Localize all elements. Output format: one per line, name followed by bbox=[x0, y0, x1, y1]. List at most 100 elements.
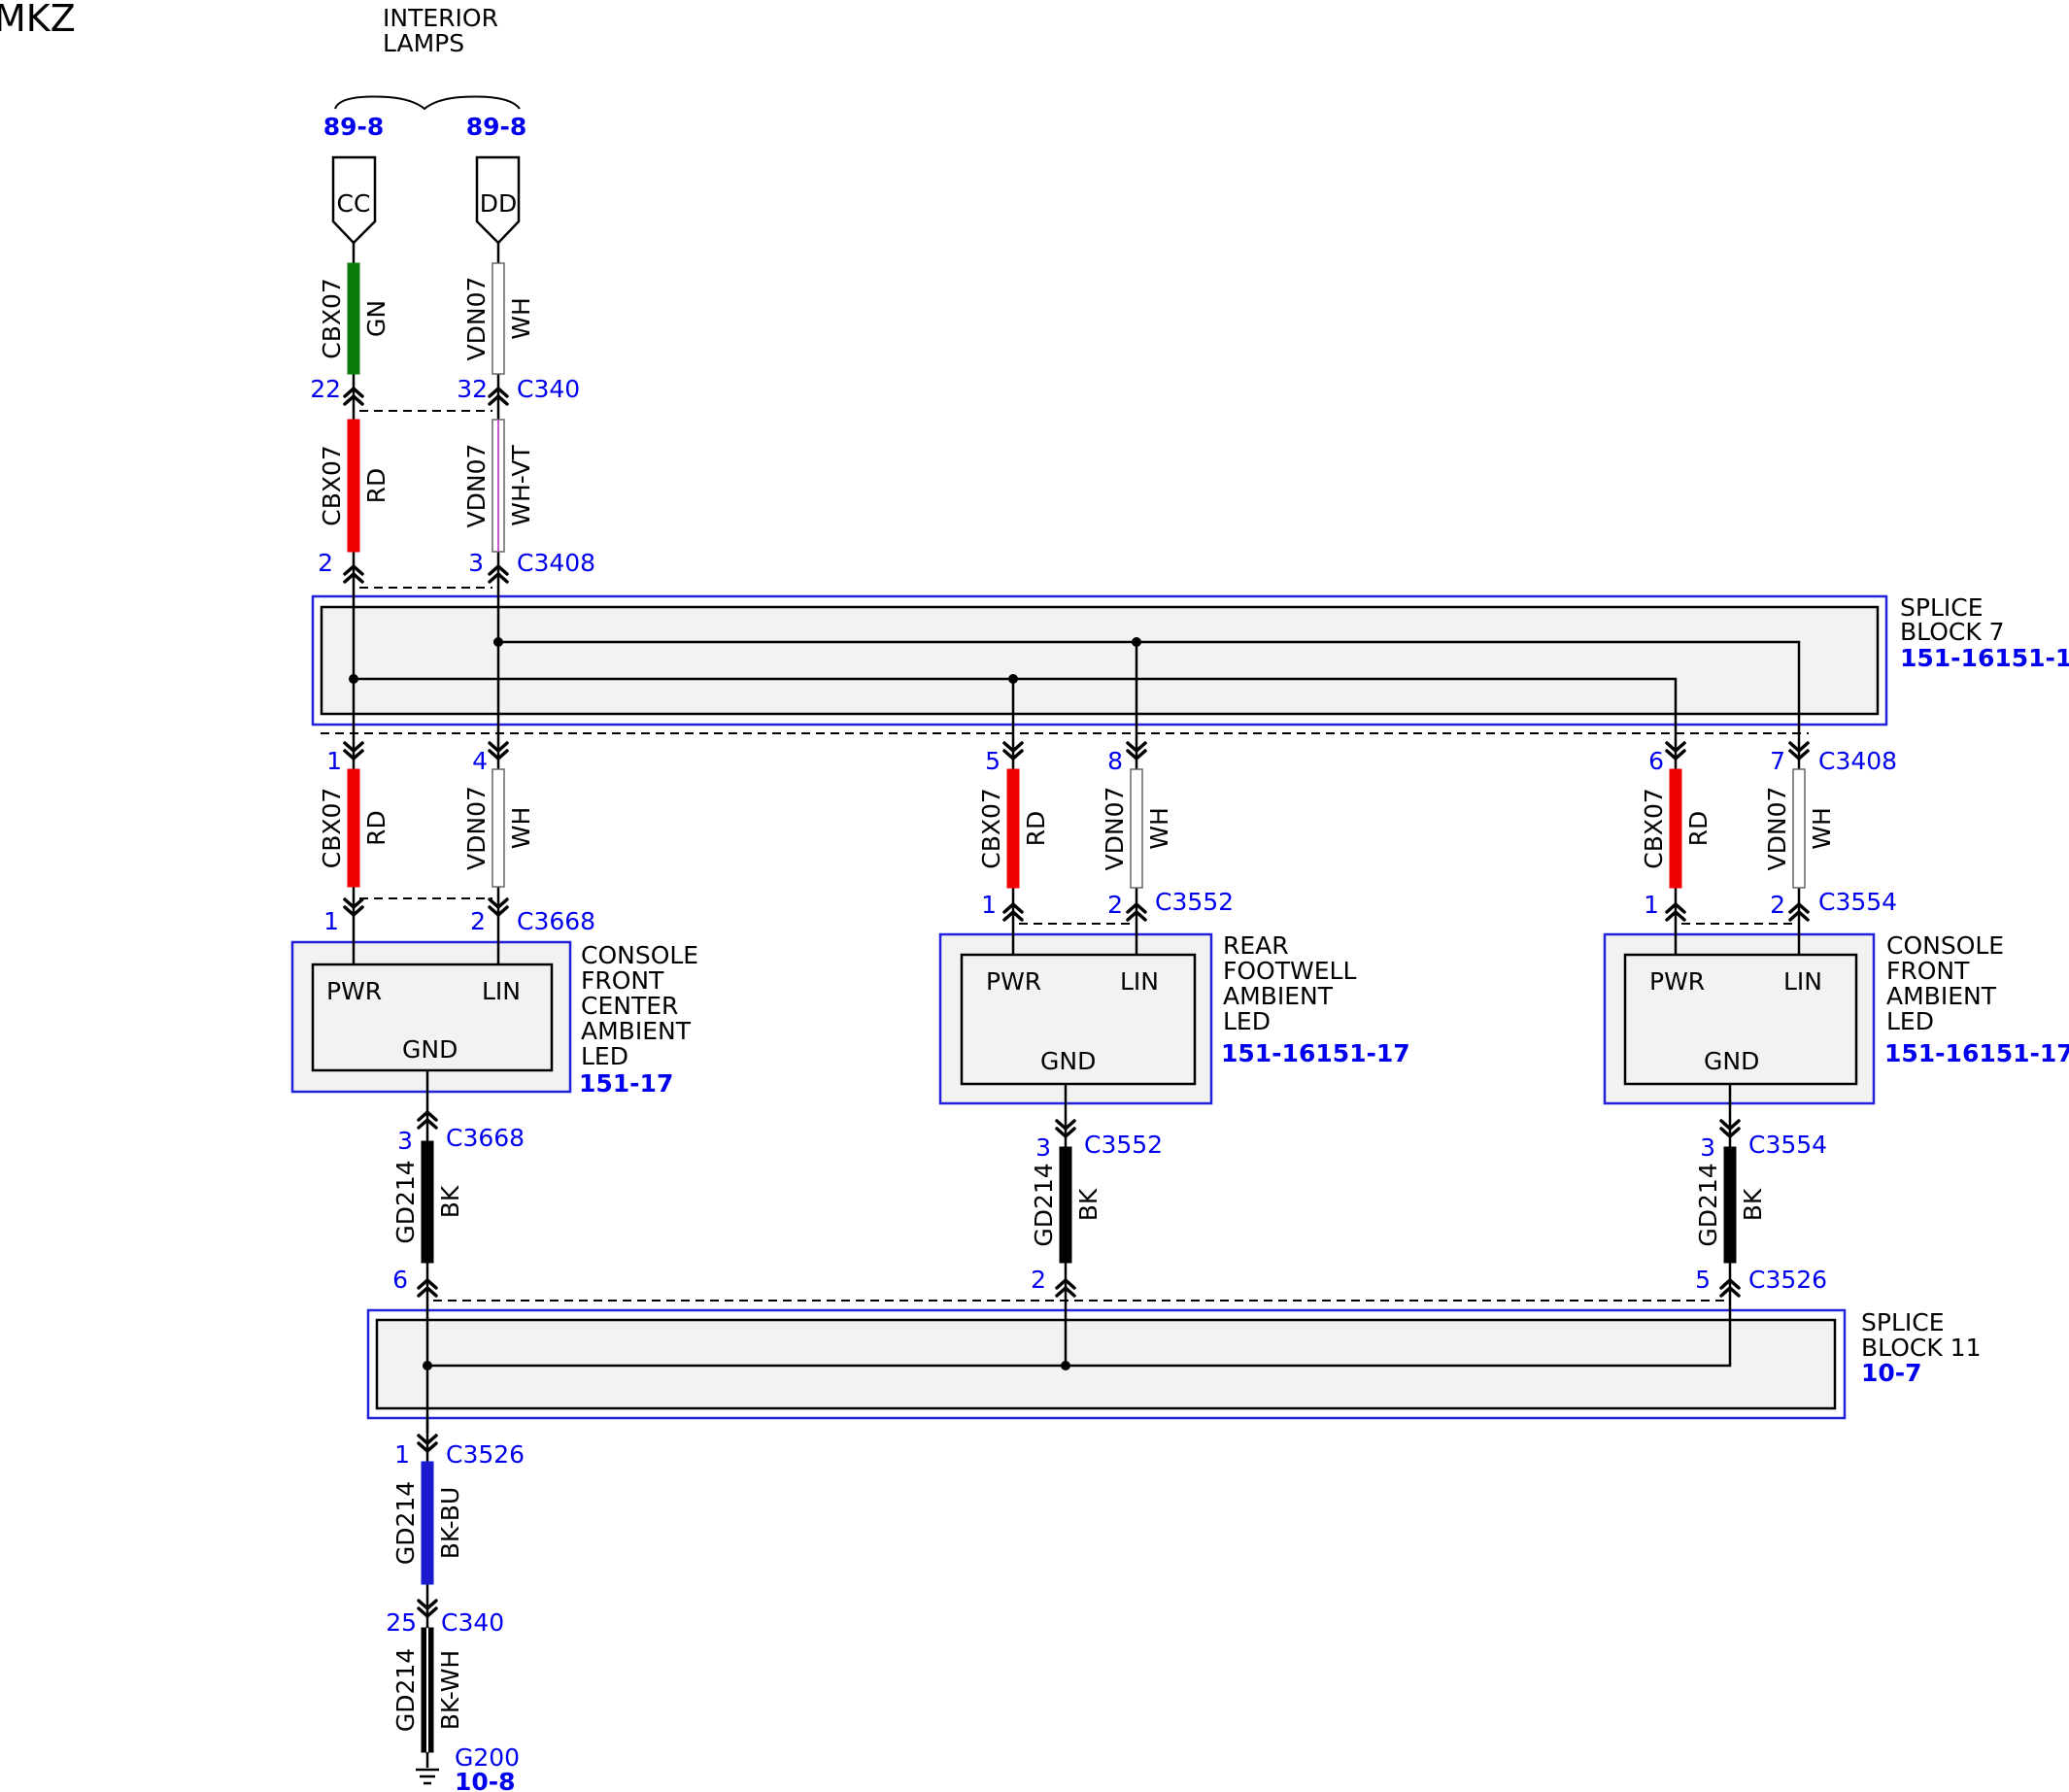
console-front-center-ref[interactable]: 151-17 bbox=[579, 1069, 673, 1098]
svg-text:LED: LED bbox=[1223, 1007, 1271, 1035]
terminal-cc: CC bbox=[331, 155, 377, 245]
svg-text:LIN: LIN bbox=[482, 977, 521, 1005]
svg-text:AMBIENT: AMBIENT bbox=[1886, 982, 1997, 1010]
wire-circuit-label: GD214 bbox=[1030, 1163, 1058, 1246]
wire-color-label: WH bbox=[1808, 807, 1836, 850]
connector-c3408-top[interactable]: C3408 bbox=[517, 549, 595, 577]
wire-circuit-label: CBX07 bbox=[318, 788, 346, 869]
svg-text:DD: DD bbox=[480, 189, 518, 218]
wire-w9: CBX07 RD bbox=[1640, 768, 1713, 889]
svg-text:FRONT: FRONT bbox=[1886, 957, 1970, 985]
connector-c3408-bottom[interactable]: C3408 bbox=[1818, 747, 1897, 775]
connector-c3526-top[interactable]: C3526 bbox=[1748, 1266, 1827, 1294]
pin-label: 7 bbox=[1770, 747, 1785, 775]
connector-c3552[interactable]: C3552 bbox=[1155, 888, 1234, 916]
wire-circuit-label: GD214 bbox=[391, 1481, 420, 1565]
svg-text:CC: CC bbox=[337, 189, 371, 218]
interior-lamps-brace bbox=[334, 95, 521, 111]
svg-text:CONSOLE: CONSOLE bbox=[581, 941, 698, 969]
wire-circuit-label: CBX07 bbox=[977, 788, 1005, 869]
connector-dashes bbox=[321, 410, 1809, 1302]
interior-lamps-ref-left[interactable]: 89-8 bbox=[323, 113, 385, 141]
wire-circuit-label: GD214 bbox=[1694, 1163, 1722, 1246]
console-front-ref[interactable]: 151-16151-17 bbox=[1884, 1039, 2069, 1067]
pin-label: 6 bbox=[1648, 747, 1664, 775]
wire-circuit-label: GD214 bbox=[391, 1160, 420, 1243]
splice-block-7-ref[interactable]: 151-16151-17 bbox=[1900, 644, 2069, 672]
connector-c340-top[interactable]: C340 bbox=[517, 375, 580, 403]
module-console-front-center-ambient-led: PWR LIN GND CONSOLE FRONT CENTER AMBIENT… bbox=[290, 940, 698, 1098]
interior-lamps-ref-right[interactable]: 89-8 bbox=[466, 113, 527, 141]
wire-color-label: BK-WH bbox=[436, 1650, 464, 1730]
svg-text:AMBIENT: AMBIENT bbox=[1223, 982, 1334, 1010]
svg-text:PWR: PWR bbox=[1649, 967, 1705, 996]
wire-circuit-label: GD214 bbox=[391, 1648, 420, 1732]
pin-label: 6 bbox=[392, 1266, 408, 1294]
ground-icon bbox=[416, 1768, 439, 1785]
wire-circuit-label: VDN07 bbox=[1101, 787, 1129, 871]
svg-text:LIN: LIN bbox=[1783, 967, 1822, 996]
pin-label: 1 bbox=[1644, 891, 1659, 919]
svg-text:FRONT: FRONT bbox=[581, 966, 664, 995]
svg-text:LED: LED bbox=[581, 1042, 628, 1070]
wire-color-label: WH bbox=[1145, 807, 1173, 850]
pin-label: 4 bbox=[472, 747, 488, 775]
connector-c3526-bottom[interactable]: C3526 bbox=[446, 1440, 525, 1469]
wire-color-label: RD bbox=[362, 468, 390, 504]
wire-circuit-label: VDN07 bbox=[462, 277, 491, 361]
connector-c3668-gnd[interactable]: C3668 bbox=[446, 1124, 525, 1152]
pin-label: 3 bbox=[397, 1127, 413, 1155]
connector-c3554-gnd[interactable]: C3554 bbox=[1748, 1131, 1827, 1159]
ground-ref[interactable]: 10-8 bbox=[455, 1768, 516, 1792]
pin-label: 8 bbox=[1107, 747, 1123, 775]
wire-circuit-label: VDN07 bbox=[462, 786, 491, 870]
rear-footwell-ref[interactable]: 151-16151-17 bbox=[1221, 1039, 1410, 1067]
connector-c340-bottom[interactable]: C340 bbox=[441, 1608, 504, 1637]
pin-label: 1 bbox=[981, 891, 997, 919]
pin-label: 2 bbox=[1107, 891, 1123, 919]
splice-block-11-ref[interactable]: 10-7 bbox=[1861, 1359, 1922, 1387]
connector-labels: C340 22 32 C3408 2 3 C3408 1 4 5 8 6 7 C… bbox=[310, 375, 1897, 1637]
svg-text:AMBIENT: AMBIENT bbox=[581, 1017, 692, 1045]
connector-c3668[interactable]: C3668 bbox=[517, 907, 595, 935]
wire-w8: VDN07 WH bbox=[1101, 768, 1173, 889]
pin-label: 5 bbox=[1695, 1266, 1711, 1294]
pin-label: 1 bbox=[394, 1440, 410, 1469]
svg-text:CENTER: CENTER bbox=[581, 992, 678, 1020]
interior-lamps-header: INTERIOR LAMPS 89-8 89-8 bbox=[323, 4, 527, 141]
svg-text:BLOCK 7: BLOCK 7 bbox=[1900, 618, 2005, 646]
pin-label: 2 bbox=[470, 907, 486, 935]
pin-label: 3 bbox=[468, 549, 484, 577]
svg-text:GND: GND bbox=[402, 1035, 458, 1064]
wire-color-label: WH-VT bbox=[507, 445, 535, 526]
svg-text:CONSOLE: CONSOLE bbox=[1886, 931, 2004, 960]
pin-label: 25 bbox=[386, 1608, 417, 1637]
svg-text:LIN: LIN bbox=[1120, 967, 1159, 996]
pin-label: 3 bbox=[1700, 1133, 1715, 1162]
ground-g200: G200 10-8 bbox=[416, 1743, 520, 1792]
wire-w5: CBX07 RD bbox=[318, 768, 390, 888]
pin-label: 2 bbox=[318, 549, 333, 577]
wire-color-label: RD bbox=[362, 810, 390, 846]
connector-c3552-gnd[interactable]: C3552 bbox=[1084, 1131, 1163, 1159]
ground-name[interactable]: G200 bbox=[455, 1743, 520, 1772]
svg-text:SPLICE: SPLICE bbox=[1900, 593, 1984, 622]
wire-color-label: RD bbox=[1684, 811, 1713, 847]
svg-text:BLOCK 11: BLOCK 11 bbox=[1861, 1334, 1981, 1362]
wire-circuit-label: CBX07 bbox=[1640, 788, 1668, 869]
splice-block-7: SPLICE BLOCK 7 151-16151-17 bbox=[311, 593, 2069, 727]
diagram-title: MKZ bbox=[0, 0, 76, 40]
svg-text:GND: GND bbox=[1040, 1047, 1096, 1075]
connector-c3554[interactable]: C3554 bbox=[1818, 888, 1897, 916]
svg-text:FOOTWELL: FOOTWELL bbox=[1223, 957, 1356, 985]
wire-circuit-label: VDN07 bbox=[462, 444, 491, 528]
splice-block-11-internal-wiring bbox=[423, 1280, 1732, 1433]
wire-color-label: GN bbox=[362, 300, 390, 337]
